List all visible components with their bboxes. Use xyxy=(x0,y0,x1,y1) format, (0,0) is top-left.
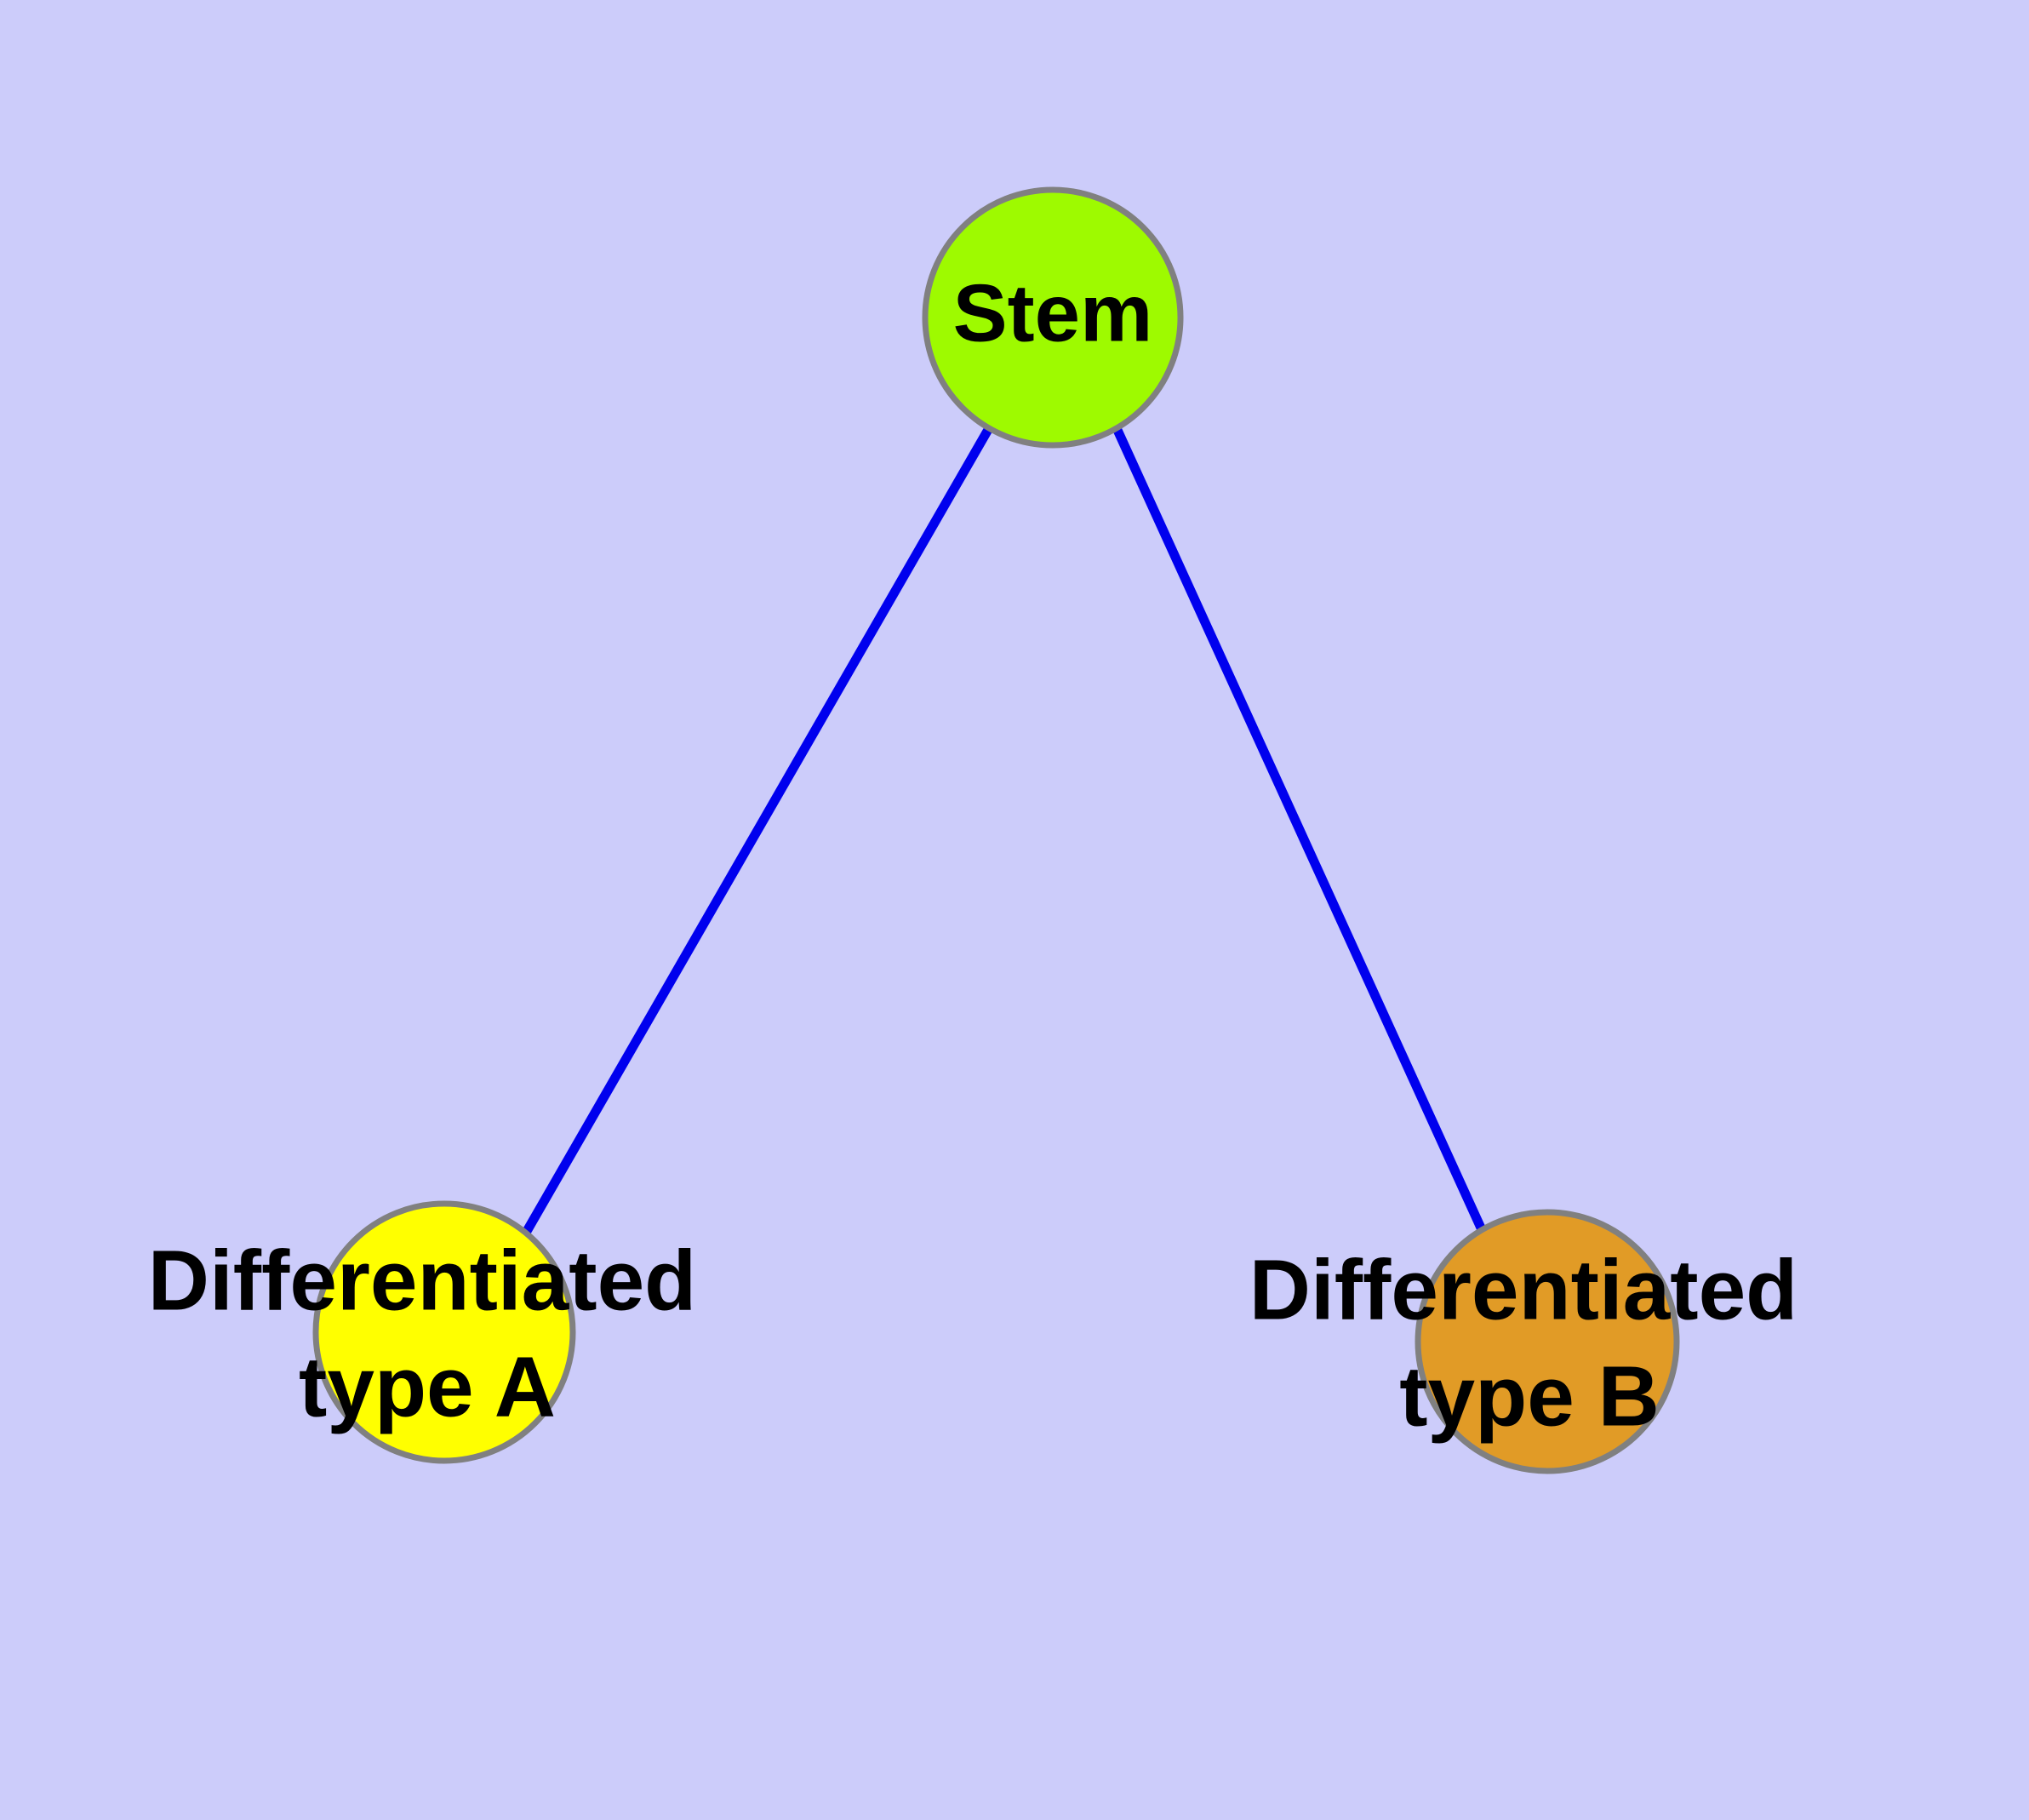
edge-stem-to-diff-a xyxy=(522,426,993,1235)
node-stem[interactable]: Stem xyxy=(922,186,1184,449)
node-diff-b[interactable]: Differentiated type B xyxy=(1249,1209,1798,1474)
node-diff-b-label-line1: Differentiated xyxy=(1249,1242,1798,1337)
node-diff-a[interactable]: Differentiated type A xyxy=(148,1200,697,1464)
edges-layer xyxy=(522,426,1489,1236)
node-diff-b-label-line2: type B xyxy=(1399,1348,1660,1444)
node-stem-label: Stem xyxy=(953,267,1153,358)
node-stem-circle[interactable] xyxy=(922,186,1184,449)
node-diff-b-circle[interactable] xyxy=(1415,1209,1680,1474)
node-diff-a-label-line1: Differentiated xyxy=(148,1233,697,1328)
edge-stem-to-diff-b xyxy=(1112,426,1489,1236)
node-diff-a-circle[interactable] xyxy=(312,1200,576,1464)
node-diff-a-label-line2: type A xyxy=(299,1339,556,1434)
